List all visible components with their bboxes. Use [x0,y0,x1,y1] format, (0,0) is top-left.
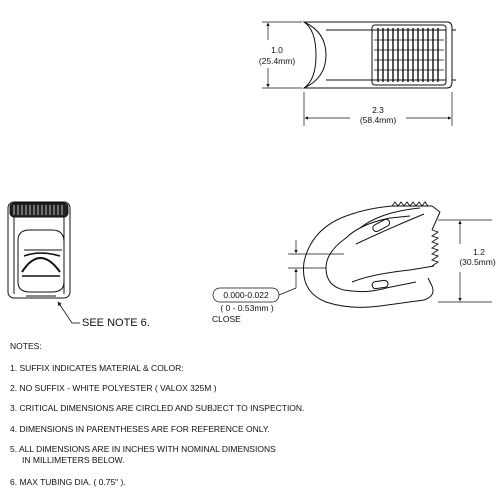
front-view-leader [57,301,80,324]
top-view-width-mm: (58.4mm) [359,115,397,125]
top-view-height-in: 1.0 [271,45,283,55]
front-view [7,201,71,299]
side-view-height-mm: (30.5mm) [459,257,496,267]
gap-range-in: 0.000-0.022 [223,290,269,300]
side-view-height-in: 1.2 [473,247,485,257]
top-view-lip [303,21,327,89]
note-6: 6. MAX TUBING DIA. ( 0.75" ). [10,477,126,487]
top-view-grip [371,24,447,86]
side-view-slot-upper [372,218,391,233]
note-4: 4. DIMENSIONS IN PARENTHESES ARE FOR REF… [10,424,270,434]
side-view [302,201,441,308]
top-view-ribs [377,28,439,82]
side-view-slot-lower [371,279,389,290]
side-view-lower-jaw [351,265,435,283]
front-view-top-band [9,202,69,218]
top-view-outline [302,21,453,89]
top-view [262,21,456,126]
side-view-gap-dim [212,240,344,303]
gap-state-label: CLOSE [212,314,241,324]
side-view-outer [302,205,434,308]
note-5: 5. ALL DIMENSIONS ARE IN INCHES WITH NOM… [10,444,276,454]
top-view-width-dim [303,92,453,126]
gap-range-mm: ( 0 - 0.53mm ) [220,303,274,313]
note-2: 2. NO SUFFIX - WHITE POLYESTER ( VALOX 3… [10,383,217,393]
side-view-upper-jaw [355,207,425,245]
side-view-height-dim [438,219,492,303]
front-view-window [17,229,65,293]
front-view-dome [21,257,61,273]
front-view-outline [7,201,71,299]
side-view-teeth-upper [391,201,429,207]
note-3: 3. CRITICAL DIMENSIONS ARE CIRCLED AND S… [10,403,305,413]
note-5-continued: IN MILLIMETERS BELOW. [22,455,125,465]
top-view-width-in: 2.3 [372,105,384,115]
side-view-teeth-right [430,229,440,267]
note-1: 1. SUFFIX INDICATES MATERIAL & COLOR: [10,363,184,373]
notes-heading: NOTES: [10,341,42,351]
top-view-height-mm: (25.4mm) [258,56,296,66]
see-note-callout: SEE NOTE 6. [82,317,150,329]
top-view-height-dim [262,21,302,89]
